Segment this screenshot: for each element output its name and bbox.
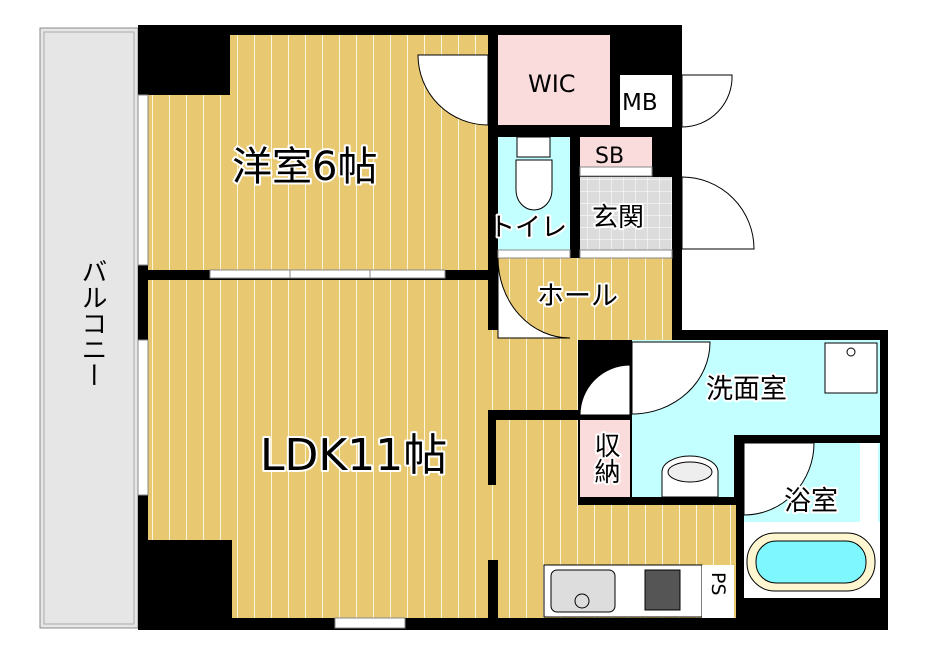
washroom-door[interactable]	[631, 341, 711, 415]
bathtub	[744, 522, 880, 598]
window[interactable]	[137, 339, 149, 496]
toilet-bowl	[515, 159, 553, 211]
toilet-label: トイレ	[489, 213, 567, 243]
front-door[interactable]	[681, 176, 755, 250]
entrance-floor	[580, 177, 672, 250]
bath-door[interactable]	[743, 442, 815, 516]
door-swing[interactable]	[417, 54, 489, 126]
balcony	[39, 27, 139, 629]
wall-segment	[488, 565, 496, 620]
entrance-label: 玄関	[592, 203, 644, 233]
mb-door[interactable]	[681, 74, 733, 128]
washing-machine-pan	[824, 342, 878, 394]
hall-door[interactable]	[497, 257, 571, 339]
corner-pillar	[148, 540, 232, 618]
wall-segment	[488, 420, 496, 485]
pipe-space	[702, 565, 734, 618]
sb-label: SB	[595, 144, 624, 169]
corner-pillar	[148, 35, 230, 95]
storage-door[interactable]	[579, 364, 631, 416]
toilet-tank	[516, 136, 551, 158]
wash-basin	[661, 455, 719, 498]
hall-label: ホール	[537, 281, 618, 312]
storage	[580, 420, 630, 497]
shoe-box	[580, 137, 652, 167]
storage-label: 収納	[590, 432, 620, 484]
kitchen-counter	[543, 564, 703, 618]
ldk-hall-wall	[488, 410, 578, 420]
window[interactable]	[137, 94, 149, 266]
stove	[644, 569, 681, 611]
sliding-door[interactable]	[209, 269, 446, 279]
wic-label: WIC	[528, 70, 576, 98]
bathroom-label: 浴室	[784, 486, 838, 517]
sink	[550, 569, 616, 613]
ldk-opening	[488, 420, 498, 560]
ps-label: PS	[707, 572, 729, 596]
washroom-label: 洗面室	[706, 374, 787, 405]
ldk-door-area	[488, 330, 498, 410]
ldk-label: LDK11帖	[260, 430, 447, 481]
western-room-label: 洋室6帖	[232, 144, 377, 190]
mb-label: MB	[622, 90, 658, 116]
balcony-label: バルコニー	[77, 258, 107, 388]
mb	[620, 75, 672, 127]
wic	[498, 35, 610, 125]
window[interactable]	[334, 617, 406, 629]
